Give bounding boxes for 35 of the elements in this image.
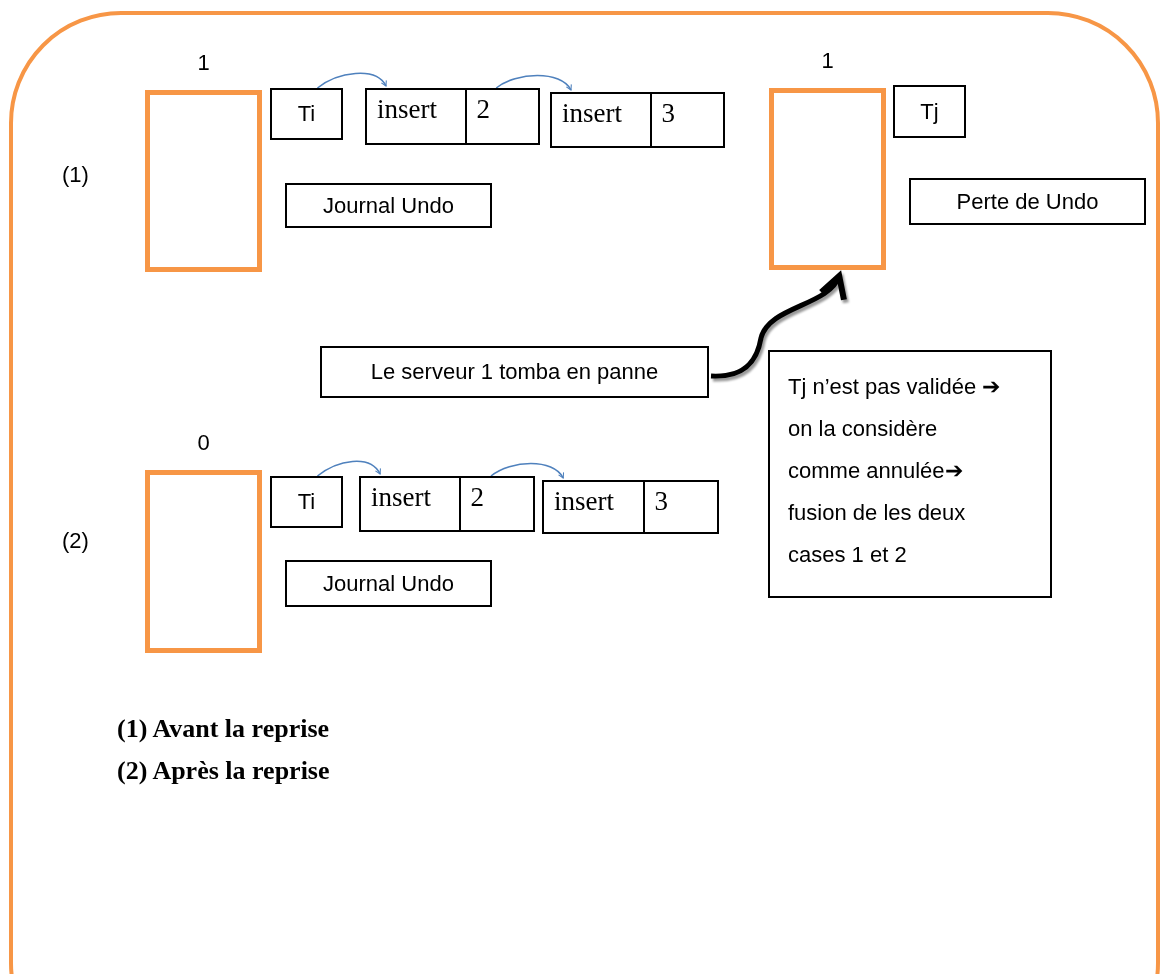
log-record-box	[542, 480, 719, 534]
caption-text: (2) Après la reprise	[117, 756, 330, 786]
text-box: Journal Undo	[285, 560, 492, 607]
text-box: Perte de Undo	[909, 178, 1146, 225]
arrow	[490, 462, 565, 479]
section-number: (2)	[62, 528, 89, 554]
log-record-box	[365, 88, 540, 145]
arrow	[711, 273, 844, 379]
operation-text: insert	[553, 485, 615, 518]
text-box: Tj n’est pas validée ➔ on la considère comme annulée➔ fusion de les deux cases 1 et 2	[768, 350, 1052, 598]
arrow	[495, 74, 572, 91]
section-number: (1)	[62, 162, 89, 188]
record-number: 2	[464, 90, 538, 143]
record-number: 3	[649, 94, 723, 146]
arrow	[316, 72, 387, 89]
caption-text: (1) Avant la reprise	[117, 714, 330, 744]
text-box: Journal Undo	[285, 183, 492, 228]
page-box	[145, 90, 262, 272]
arrow	[316, 460, 381, 477]
log-record-box	[359, 476, 535, 532]
text-box: Tj	[893, 85, 966, 138]
page-number: 0	[197, 430, 210, 456]
page-box	[145, 470, 262, 653]
log-record-box	[550, 92, 725, 148]
operation-text: insert	[561, 97, 623, 130]
page-number: 1	[197, 50, 210, 76]
page-box	[769, 88, 886, 270]
text-box: Ti	[270, 88, 343, 140]
operation-text: insert	[376, 93, 438, 126]
text-box: Ti	[270, 476, 343, 528]
text-box: Le serveur 1 tomba en panne	[320, 346, 709, 398]
record-number: 2	[458, 478, 533, 530]
operation-text: insert	[370, 481, 432, 514]
page-number: 1	[821, 48, 834, 74]
record-number: 3	[642, 482, 717, 532]
